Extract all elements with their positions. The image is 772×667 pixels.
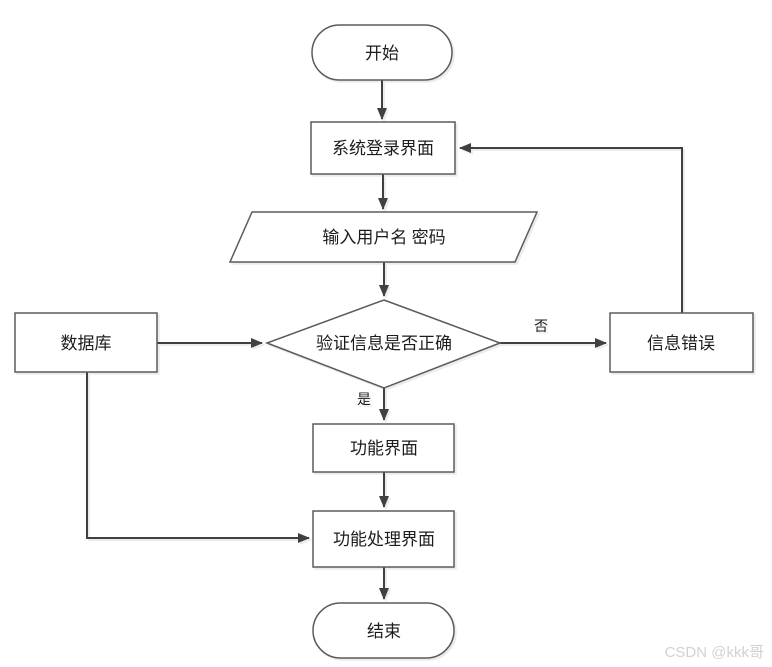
input-output-shape — [228, 211, 539, 263]
node-error: 信息错误 — [609, 312, 754, 373]
process-shape — [310, 121, 456, 175]
node-error-label: 信息错误 — [647, 334, 715, 353]
node-login-label: 系统登录界面 — [332, 139, 434, 158]
node-funcproc: 功能处理界面 — [312, 510, 455, 568]
node-verify: 验证信息是否正确 — [264, 299, 503, 389]
terminator-shape — [311, 24, 453, 81]
node-end: 结束 — [312, 602, 455, 659]
terminator-shape — [312, 602, 455, 659]
node-login: 系统登录界面 — [310, 121, 456, 175]
node-input-label: 输入用户名 密码 — [322, 228, 445, 247]
node-start-label: 开始 — [365, 44, 399, 63]
node-funcproc-label: 功能处理界面 — [333, 530, 435, 549]
process-shape — [312, 423, 455, 473]
node-start: 开始 — [311, 24, 453, 81]
node-database: 数据库 — [14, 312, 158, 373]
watermark-text: CSDN @kkk哥 — [665, 644, 764, 661]
process-shape — [312, 510, 455, 568]
node-database-label: 数据库 — [61, 334, 112, 353]
process-shape — [609, 312, 754, 373]
edge-label-no: 否 — [534, 320, 548, 335]
node-end-label: 结束 — [367, 622, 401, 641]
node-input: 输入用户名 密码 — [228, 211, 539, 263]
decision-shape — [264, 299, 503, 389]
edge-label-yes: 是 — [357, 393, 371, 408]
node-function-label: 功能界面 — [350, 439, 418, 458]
process-shape — [14, 312, 158, 373]
node-function: 功能界面 — [312, 423, 455, 473]
edge-database-to-funcproc — [86, 372, 310, 543]
edge-error-to-login — [459, 143, 683, 313]
node-verify-label: 验证信息是否正确 — [316, 334, 452, 353]
